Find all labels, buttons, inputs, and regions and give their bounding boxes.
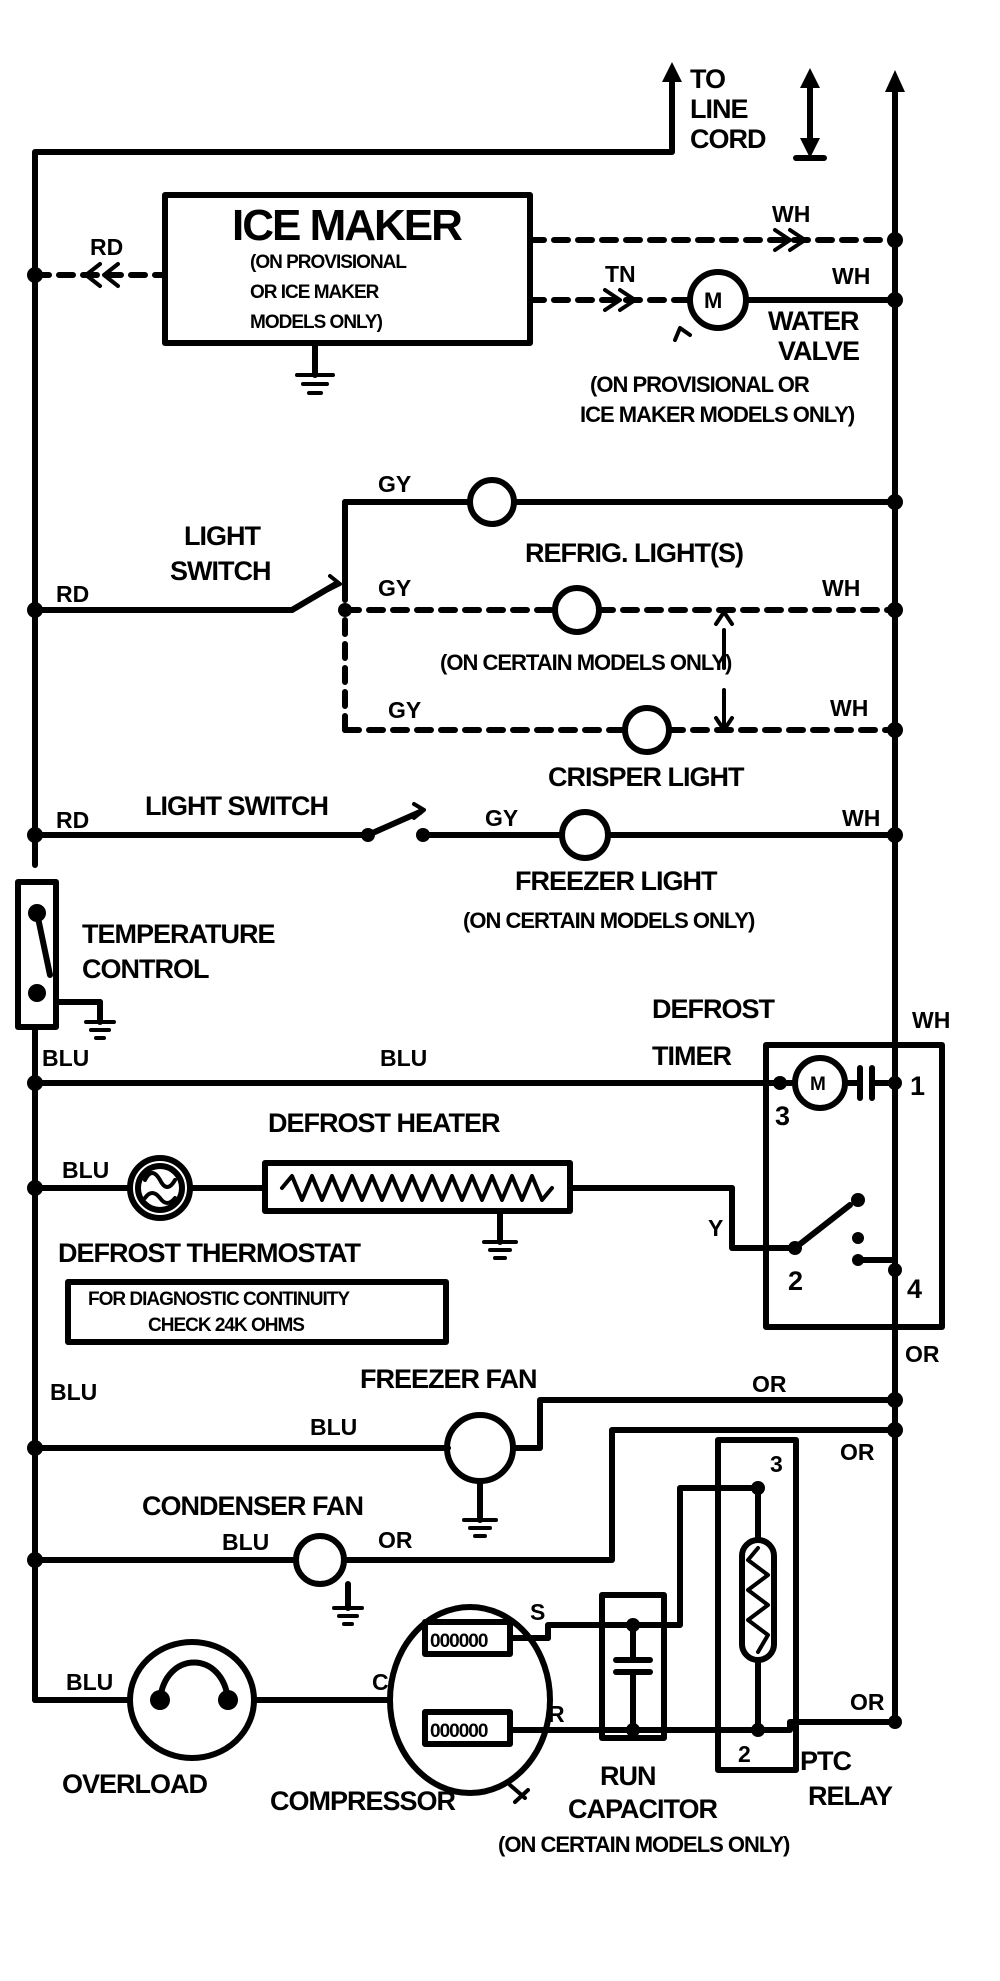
timer-terminal-3: 3 <box>775 1101 790 1131</box>
wire-label-wh-crisper: WH <box>830 695 868 721</box>
defrost-thermostat-label: DEFROST THERMOSTAT <box>58 1238 361 1268</box>
temperature-control-label-1: TEMPERATURE <box>82 919 275 949</box>
certain-models-note-3: (ON CERTAIN MODELS ONLY) <box>498 1832 790 1857</box>
compressor-terminal-s: S <box>530 1599 545 1625</box>
ice-maker-note-3: MODELS ONLY) <box>250 312 383 333</box>
wire-label-or-2: OR <box>752 1371 787 1397</box>
light-switch-top-2: SWITCH <box>170 556 270 586</box>
line-cord-label-1: TO <box>690 64 725 94</box>
temperature-control-label-2: CONTROL <box>82 954 209 984</box>
freezer-light-label: FREEZER LIGHT <box>515 866 718 896</box>
overload-symbol <box>32 1639 393 1761</box>
diagnostic-note-1: FOR DIAGNOSTIC CONTINUITY <box>88 1289 350 1310</box>
wire-label-rd-ls: RD <box>56 581 89 607</box>
compressor-symbol <box>387 1485 763 1804</box>
ptc-terminal-2: 2 <box>738 1741 751 1767</box>
timer-terminal-2: 2 <box>788 1266 802 1296</box>
timer-terminal-4: 4 <box>907 1274 922 1304</box>
wire-label-wh-refrig: WH <box>822 575 860 601</box>
refrig-lights-label: REFRIG. LIGHT(S) <box>525 538 743 568</box>
ptc-relay-symbol <box>715 1437 902 1773</box>
defrost-heater-branch <box>32 1155 798 1260</box>
line-cord-label-2: LINE <box>690 94 748 124</box>
crisper-light-label: CRISPER LIGHT <box>548 762 745 792</box>
run-capacitor-label-2: CAPACITOR <box>568 1794 718 1824</box>
ice-maker-note-2: OR ICE MAKER <box>250 282 380 303</box>
temperature-control-symbol <box>15 879 116 1040</box>
water-valve-m: M <box>704 288 721 313</box>
wire-label-rd-ice: RD <box>90 234 123 260</box>
refrig-light-branch <box>32 477 898 755</box>
water-valve-label-1: WATER <box>768 306 859 336</box>
defrost-timer-motor-m: M <box>810 1074 825 1095</box>
wire-label-wh-timer: WH <box>912 1007 950 1033</box>
wire-label-wh-fl: WH <box>842 805 880 831</box>
condenser-fan-branch <box>32 1427 898 1626</box>
diagnostic-note-2: CHECK 24K OHMS <box>148 1315 304 1336</box>
light-switch-bottom-label: LIGHT SWITCH <box>145 791 328 821</box>
wire-label-blu-3: BLU <box>62 1157 109 1183</box>
wire-label-blu-5: BLU <box>310 1414 357 1440</box>
wire-label-blu-7: BLU <box>66 1669 113 1695</box>
wire-label-blu-6: BLU <box>222 1529 269 1555</box>
freezer-fan-label: FREEZER FAN <box>360 1364 537 1394</box>
wire-label-wh-ice: WH <box>772 201 810 227</box>
compressor-label: COMPRESSOR <box>270 1786 456 1816</box>
freezer-fan-branch <box>32 1397 898 1538</box>
ice-maker-box <box>32 192 533 395</box>
ptc-relay-label-2: RELAY <box>808 1781 893 1811</box>
ptc-relay-label-1: PTC <box>800 1746 852 1776</box>
ice-maker-note-1: (ON PROVISIONAL <box>250 252 407 273</box>
water-valve-note-2: ICE MAKER MODELS ONLY) <box>580 402 855 427</box>
wire-label-gy-3: GY <box>388 697 421 723</box>
compressor-winding-r: 000000 <box>430 1721 488 1742</box>
condenser-fan-label: CONDENSER FAN <box>142 1491 363 1521</box>
wire-label-gy-4: GY <box>485 805 518 831</box>
diagnostic-note-box <box>65 1279 449 1345</box>
line-cord-arrows <box>662 62 905 161</box>
wire-label-or-5: OR <box>850 1689 885 1715</box>
wire-label-or-1: OR <box>905 1341 940 1367</box>
water-valve-note-1: (ON PROVISIONAL OR <box>590 372 810 397</box>
wire-label-or-3: OR <box>378 1527 413 1553</box>
defrost-timer-label-2: TIMER <box>652 1041 731 1071</box>
wire-label-blu-2: BLU <box>380 1045 427 1071</box>
wire-label-gy-1: GY <box>378 471 411 497</box>
wire-label-blu-4: BLU <box>50 1379 97 1405</box>
defrost-heater-label: DEFROST HEATER <box>268 1108 500 1138</box>
junction-dots <box>27 232 903 1568</box>
line-cord-label-3: CORD <box>690 124 766 154</box>
ptc-terminal-3: 3 <box>770 1451 783 1477</box>
compressor-winding-s: 000000 <box>430 1631 488 1652</box>
overload-label: OVERLOAD <box>62 1769 208 1799</box>
wire-label-blu-1: BLU <box>42 1045 89 1071</box>
certain-models-note-1: (ON CERTAIN MODELS ONLY) <box>440 650 732 675</box>
ice-maker-title: ICE MAKER <box>232 201 462 250</box>
run-capacitor-label-1: RUN <box>600 1761 656 1791</box>
certain-models-note-2: (ON CERTAIN MODELS ONLY) <box>463 908 755 933</box>
wire-label-wh-valve: WH <box>832 263 870 289</box>
wire-label-y: Y <box>708 1215 723 1241</box>
wire-label-or-4: OR <box>840 1439 875 1465</box>
left-rail <box>32 67 675 1703</box>
water-valve-label-2: VALVE <box>778 336 859 366</box>
defrost-timer-label-1: DEFROST <box>652 994 776 1024</box>
compressor-terminal-c: C <box>372 1669 389 1695</box>
defrost-timer-box <box>763 1042 945 1330</box>
wire-label-rd-fl: RD <box>56 807 89 833</box>
freezer-light-branch <box>32 802 898 861</box>
run-capacitor-symbol <box>599 1592 667 1741</box>
timer-terminal-1: 1 <box>910 1071 925 1101</box>
wire-label-gy-2: GY <box>378 575 411 601</box>
compressor-terminal-r: R <box>548 1701 565 1727</box>
light-switch-top-1: LIGHT <box>184 521 261 551</box>
wire-label-tn: TN <box>605 261 636 287</box>
